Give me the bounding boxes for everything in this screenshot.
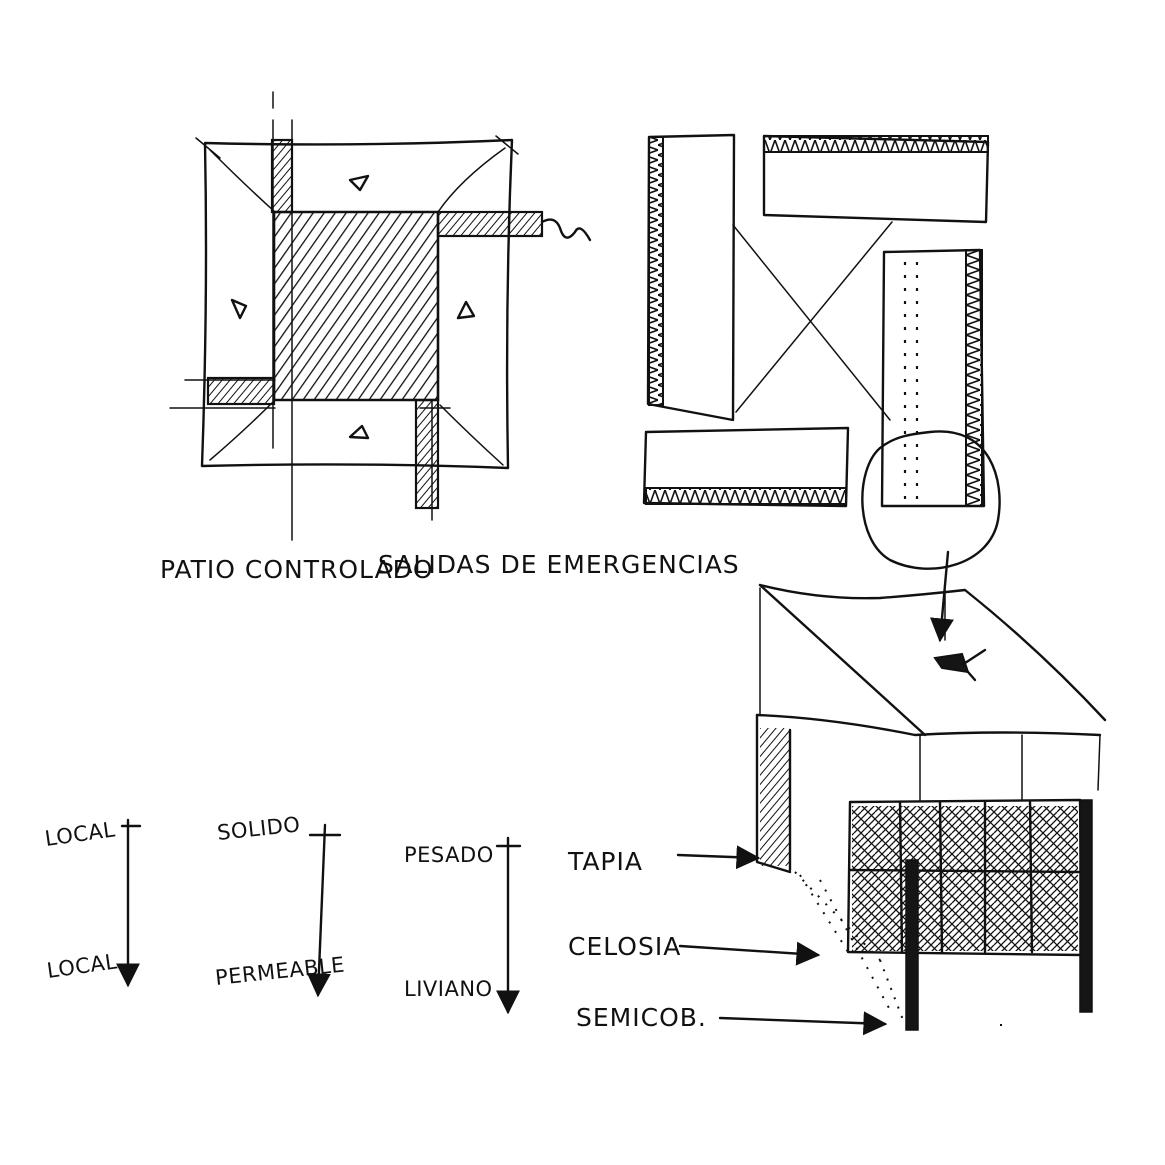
label-scale2-bottom: PERMEABLE xyxy=(214,952,346,989)
scale-weight xyxy=(497,836,520,1012)
label-semicob: SEMICOB. xyxy=(576,1003,707,1032)
label-scale1-top: LOCAL xyxy=(43,817,116,851)
courtyard-plan xyxy=(642,133,1001,643)
label-scale2-top: SOLIDO xyxy=(216,812,302,845)
label-scale1-bottom: LOCAL xyxy=(45,949,118,983)
label-scale3-top: PESADO xyxy=(404,843,494,867)
perspective-detail xyxy=(755,583,1107,1031)
scale-solid-permeable xyxy=(310,823,340,995)
label-salidas: SALIDAS DE EMERGENCIAS xyxy=(378,550,740,579)
label-tapia: TAPIA xyxy=(567,847,643,876)
scale-local xyxy=(122,818,140,985)
patio-plan xyxy=(169,91,592,541)
label-patio: PATIO CONTROLADO xyxy=(160,555,434,584)
label-celosia: CELOSIA xyxy=(568,932,681,961)
label-scale3-bottom: LIVIANO xyxy=(404,977,493,1001)
